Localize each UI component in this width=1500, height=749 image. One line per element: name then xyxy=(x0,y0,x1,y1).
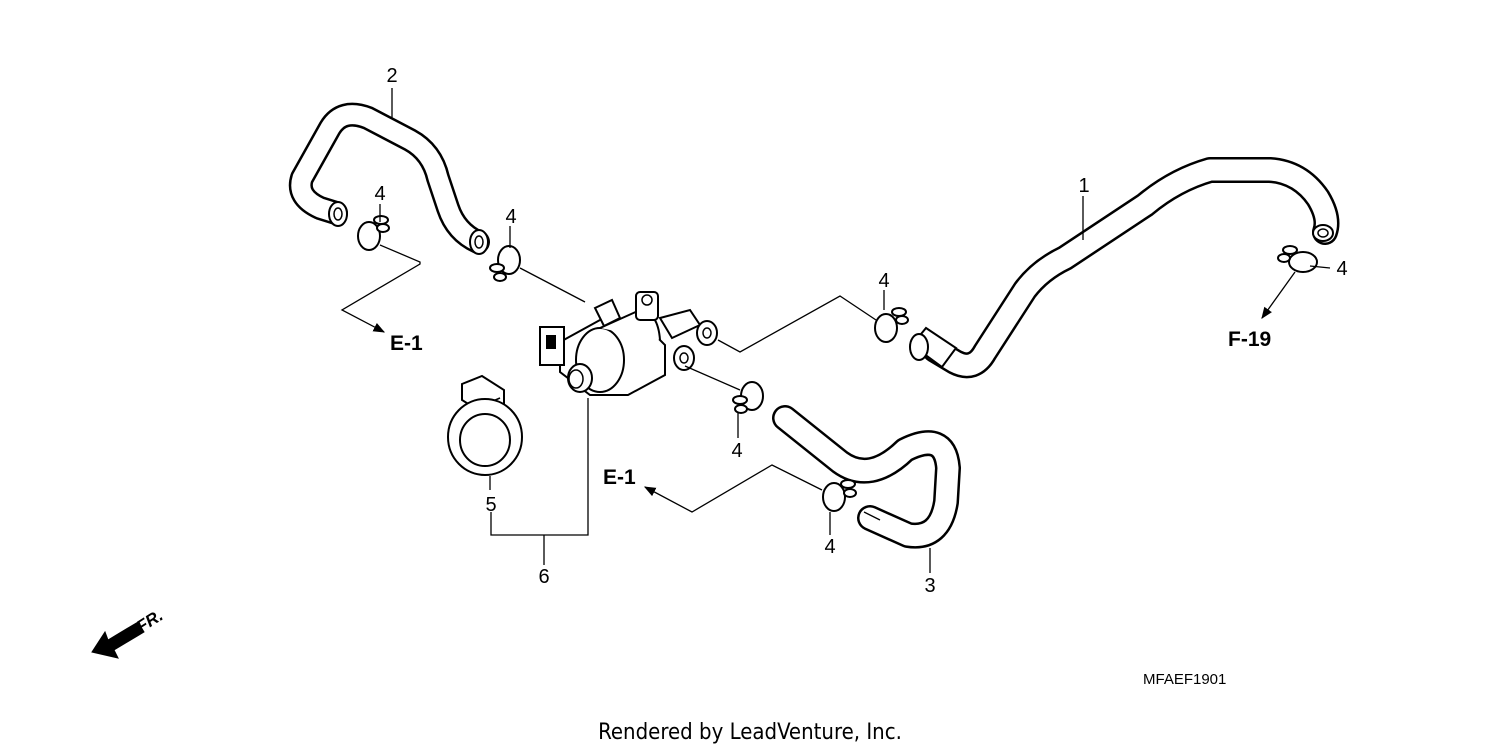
band xyxy=(447,374,523,476)
callout-clip-a: 4 xyxy=(374,183,385,205)
clip-a xyxy=(357,215,390,251)
hose-3 xyxy=(772,405,961,549)
credit-text: Rendered by LeadVenture, Inc. xyxy=(598,720,902,745)
clip-b xyxy=(489,245,521,282)
clip-e xyxy=(732,381,764,414)
front-direction-marker: FR. xyxy=(91,606,166,659)
callout-clip-b: 4 xyxy=(505,206,516,228)
hose-2 xyxy=(288,102,490,255)
leader-lines xyxy=(340,88,1331,573)
reference-e1-bottom: E-1 xyxy=(603,466,636,489)
callout-clip-d: 4 xyxy=(1336,258,1347,280)
callout-hose-2: 2 xyxy=(386,65,397,87)
reference-e1-left: E-1 xyxy=(390,332,423,355)
callout-valve-6: 6 xyxy=(538,566,549,588)
air-injection-control-valve xyxy=(539,291,718,396)
callout-hose-3: 3 xyxy=(924,575,935,597)
hose-1 xyxy=(909,157,1340,379)
clip-c xyxy=(874,307,909,343)
callout-clip-c: 4 xyxy=(878,270,889,292)
clip-d xyxy=(1277,245,1318,273)
callout-clip-e: 4 xyxy=(731,440,742,462)
callout-band-5: 5 xyxy=(485,494,496,516)
clip-f xyxy=(822,479,857,512)
callout-hose-1: 1 xyxy=(1078,175,1089,197)
diagram-code: MFAEF1901 xyxy=(1143,671,1226,688)
reference-f19: F-19 xyxy=(1228,328,1271,351)
callout-clip-f: 4 xyxy=(824,536,835,558)
